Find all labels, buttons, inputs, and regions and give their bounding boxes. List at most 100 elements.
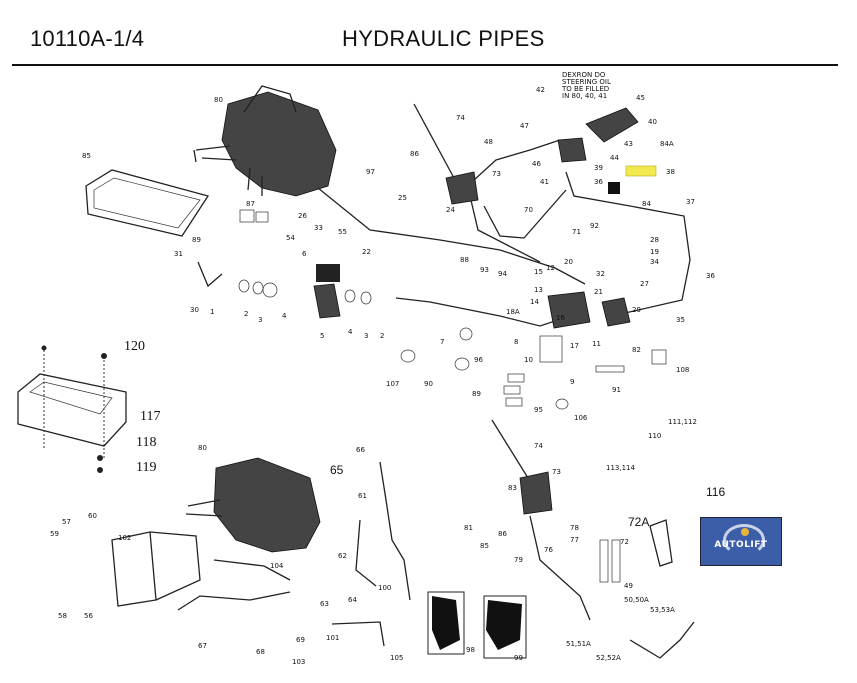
callout: 97 [366,168,375,176]
callout: 56 [84,612,93,620]
callout: 36 [594,178,603,186]
hydraulic-lift-block-upper [193,85,337,223]
callout: 82 [632,346,641,354]
bracket-102 [111,531,157,607]
callout: 20 [564,258,573,266]
callout: 14 [530,298,539,306]
callout: 33 [314,224,323,232]
callout: 111,112 [668,418,697,426]
callout: 48 [484,138,493,146]
callout: 103 [292,658,305,666]
callout: 68 [256,648,265,656]
callout: 26 [298,212,307,220]
callout: 21 [594,288,603,296]
callout: 40 [648,118,657,126]
callout: 18A [506,308,520,316]
callout: 50,50A [624,596,649,604]
callout: 1 [210,308,214,316]
note-42-line-4: IN 80, 40, 41 [562,92,607,100]
callout: 11 [592,340,601,348]
cover-117 [17,345,127,473]
callout: 76 [544,546,553,554]
inset-98-shape [432,596,460,650]
callout: 98 [466,646,475,654]
callout: 72A [628,515,649,529]
callout: 93 [480,266,489,274]
pipe-47-48 [473,139,561,181]
callout: 89 [472,390,481,398]
control-lever-top [413,103,455,179]
pipe-25 [317,187,586,285]
callout: 55 [338,228,347,236]
callout: 86 [410,150,419,158]
callout: 77 [570,536,579,544]
callout: 78 [570,524,579,532]
callout: 19 [650,248,659,256]
fitting-row [238,279,372,305]
callout: 36 [706,272,715,280]
callout: 106 [574,414,588,422]
callout: 119 [136,460,156,475]
callout: 60 [88,512,97,520]
callout: 41 [540,178,549,186]
callout: 64 [348,596,357,604]
callout: 105 [390,654,403,662]
note-42-line-1: DEXRON DO [562,71,606,79]
note-42-id: 42 [536,86,545,94]
callout: 94 [498,270,507,278]
reservoir-40 [585,107,639,143]
callout: 39 [594,164,603,172]
callout: 59 [50,530,59,538]
callout: 74 [534,442,543,450]
document-title: HYDRAULIC PIPES [342,26,545,51]
callout: 3 [258,316,262,324]
callout: 108 [676,366,689,374]
callout: 113,114 [606,464,635,472]
callout: 110 [648,432,661,440]
pipe-24 [469,195,541,263]
bracket-102b [149,531,201,601]
callout: 29 [632,306,641,314]
callout: 43 [624,140,633,148]
callout: 116 [706,485,725,499]
logo-text: AUTOLIFT [714,540,768,550]
link-72a [599,539,609,583]
filter-5 [313,283,341,319]
callout: 118 [136,435,156,450]
callout-labels: 80 85 87 86 97 26 33 74 48 47 46 41 73 2… [50,94,725,666]
logo-ring-icon [723,524,765,556]
rod-52 [629,621,695,659]
callout: 66 [356,446,365,454]
callout: 49 [624,582,633,590]
callout: 73 [492,170,501,178]
callout: 10 [524,356,533,364]
logo-dot-icon [741,528,749,536]
bracket-72a [649,519,673,567]
callout: 102 [118,534,131,542]
callout: 2 [244,310,248,318]
callout: 104 [270,562,284,570]
callout: 71 [572,228,581,236]
callout: 85 [82,152,91,160]
callout: 99 [514,654,523,662]
callout: 85 [480,542,489,550]
inset-99-shape [486,600,522,650]
document-code: 10110A-1/4 [30,26,145,51]
callout: 38 [666,168,675,176]
callout: 86 [498,530,507,538]
pipe-67 [177,591,291,611]
callout: 31 [174,250,183,258]
filter-9 [539,335,563,363]
hydraulic-lift-block-lower [185,457,321,553]
callout: 65 [330,463,344,477]
callout: 34 [650,258,659,266]
callout: 61 [358,492,367,500]
callout: 7 [440,338,444,346]
callout: 62 [338,552,347,560]
page-header: 10110A-1/4 HYDRAULIC PIPES [0,0,857,66]
callout: 120 [124,339,145,354]
callout: 9 [570,378,574,386]
callout: 80 [198,444,207,452]
linkage-rod [529,515,591,621]
note-42-line-3: TO BE FILLED [561,85,609,93]
